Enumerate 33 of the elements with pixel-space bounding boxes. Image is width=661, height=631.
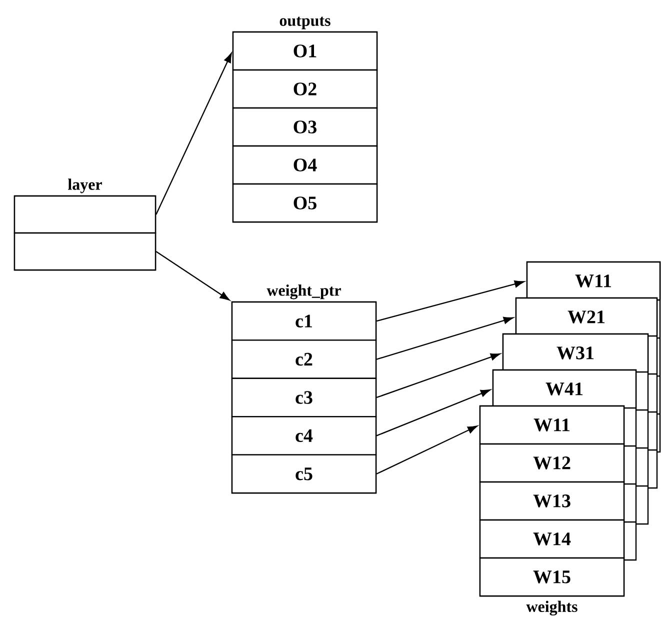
table-cell: O4 <box>232 145 378 185</box>
node-label: W11 <box>575 274 611 288</box>
stacked-card: W31 <box>502 333 649 373</box>
table-cell: c4 <box>231 416 377 456</box>
table-cell: c1 <box>231 301 377 341</box>
arrow <box>376 316 514 360</box>
stacked-card: W11 <box>526 261 661 301</box>
node-label: layer <box>68 178 102 194</box>
table-cell <box>14 195 156 234</box>
table-cell: W11 <box>479 405 625 445</box>
table-cell: O5 <box>232 183 378 223</box>
arrow <box>376 426 478 474</box>
table-cell: W12 <box>479 443 625 483</box>
table-cell: O1 <box>232 31 378 71</box>
arrow <box>156 52 232 215</box>
table-cell: W13 <box>479 481 625 521</box>
stacked-card: W41 <box>492 369 637 409</box>
arrow <box>376 389 490 436</box>
stacked-card: W21 <box>515 297 658 337</box>
node-label: outputs <box>280 16 330 30</box>
arrow <box>376 353 500 398</box>
table-cell: W15 <box>479 557 625 597</box>
table-cell: W14 <box>479 519 625 559</box>
table-cell: c3 <box>231 378 377 418</box>
node-label: weight_ptr <box>266 284 341 300</box>
arrow <box>156 251 230 300</box>
table-cell: O3 <box>232 107 378 147</box>
table-cell <box>14 232 156 271</box>
table-cell: c5 <box>231 454 377 494</box>
table-cell: c2 <box>231 340 377 379</box>
table-cell: O2 <box>232 69 378 109</box>
node-label: weights <box>526 600 578 616</box>
arrow <box>376 280 524 322</box>
